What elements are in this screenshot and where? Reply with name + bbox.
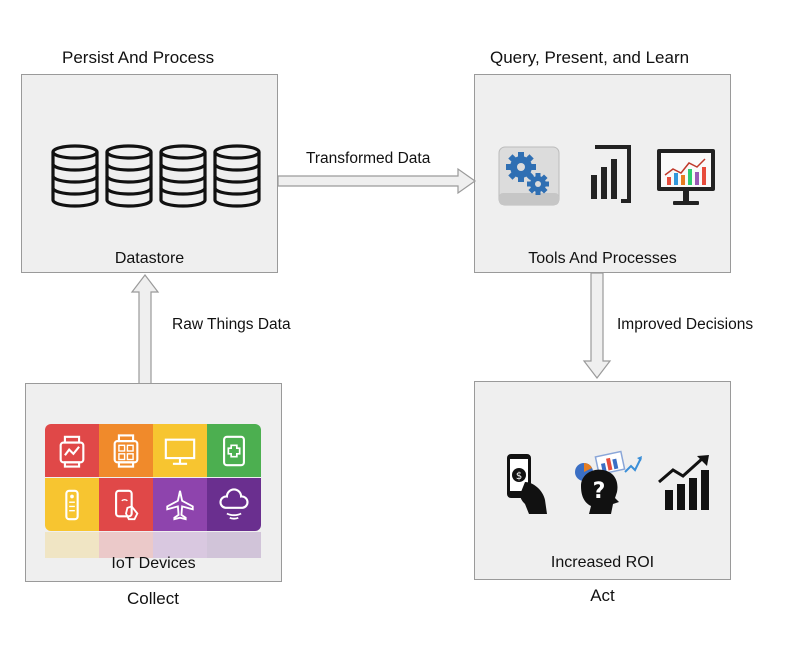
iot-tile	[45, 424, 99, 477]
iot-devices-label: IoT Devices	[111, 555, 196, 572]
persist-title: Persist And Process	[62, 48, 215, 67]
iot-tile	[153, 478, 207, 531]
phone-touch-icon	[115, 489, 139, 520]
iot-devices-box: IoT Devices	[25, 383, 282, 582]
raw-data-arrow	[130, 274, 160, 385]
iot-tile	[99, 478, 153, 531]
iot-tile-grid	[45, 424, 261, 531]
transformed-data-label: Transformed Data	[306, 150, 431, 167]
medical-tablet-icon	[223, 435, 245, 466]
decision-head-icon: ?	[575, 450, 642, 514]
power-bi-icon	[591, 145, 631, 203]
raw-data-label: Raw Things Data	[172, 316, 291, 333]
database-icon	[51, 144, 261, 208]
monitor-chart-icon	[657, 149, 715, 205]
monitor-icon	[164, 438, 196, 465]
datastore-box: Datastore	[21, 74, 278, 273]
roi-box: $ ? Increased ROI	[474, 381, 731, 580]
transformed-data-arrow	[277, 167, 477, 195]
remote-control-icon	[65, 489, 79, 520]
mobile-payment-icon: $	[507, 454, 547, 514]
airplane-icon	[166, 490, 194, 520]
cloud-wifi-icon	[219, 487, 249, 520]
act-title: Act	[590, 586, 615, 605]
iot-tile-reflection	[45, 532, 261, 558]
improved-decisions-arrow	[582, 272, 612, 379]
iot-tile	[153, 424, 207, 477]
smartwatch-chart-icon	[59, 435, 85, 468]
datastore-label: Datastore	[114, 250, 185, 267]
iot-tile	[207, 424, 261, 477]
database-icons	[51, 144, 261, 208]
improved-decisions-label: Improved Decisions	[617, 316, 754, 333]
growth-chart-icon	[658, 455, 709, 510]
svg-text:$: $	[516, 471, 522, 482]
gears-icon	[498, 146, 560, 206]
svg-text:?: ?	[593, 479, 606, 504]
query-title: Query, Present, and Learn	[490, 48, 690, 67]
tools-box: Tools And Processes	[474, 74, 731, 273]
collect-title: Collect	[127, 589, 179, 608]
smartwatch-apps-icon	[113, 433, 139, 468]
tools-label: Tools And Processes	[528, 250, 677, 267]
iot-tile	[45, 478, 99, 531]
iot-tile	[99, 424, 153, 477]
iot-tile	[207, 478, 261, 531]
roi-label: Increased ROI	[550, 554, 655, 571]
